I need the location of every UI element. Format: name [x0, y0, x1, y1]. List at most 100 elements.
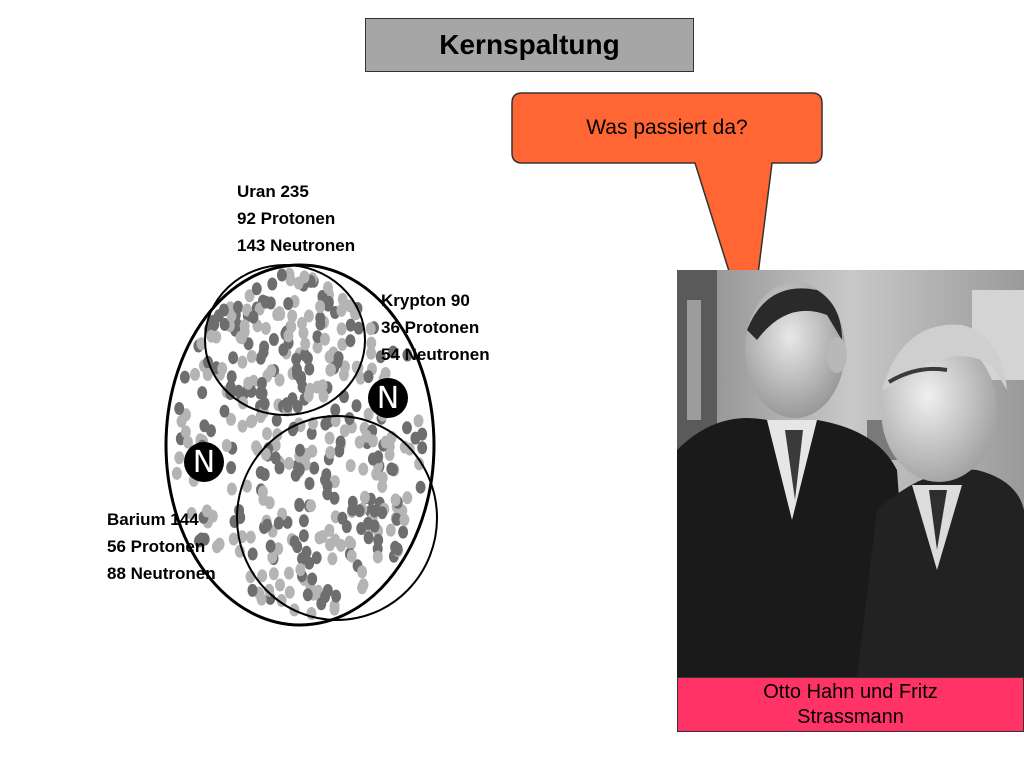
nucleon-particle: [303, 309, 314, 323]
nucleon-particle: [271, 413, 282, 427]
nucleon-particle: [171, 466, 182, 480]
nucleon-particle: [318, 389, 329, 403]
nucleon-particle: [302, 351, 313, 365]
nucleon-particle: [284, 585, 295, 599]
portrait-illustration: [677, 270, 1024, 677]
nucleon-particle: [226, 482, 237, 496]
nucleon-particle: [366, 346, 377, 360]
nucleon-particle: [260, 321, 271, 335]
nucleon-particle: [255, 351, 266, 365]
nucleon-particle: [413, 414, 424, 428]
nucleon-particle: [355, 371, 366, 385]
nucleon-particle: [299, 270, 310, 284]
nucleon-particle: [242, 479, 252, 493]
nucleon-particle: [199, 532, 210, 546]
krypton-neutrons: 54 Neutronen: [381, 345, 490, 364]
nucleon-particle: [282, 399, 293, 413]
nucleon-particle: [365, 322, 376, 336]
nucleon-particle: [375, 350, 386, 364]
nucleon-particle: [275, 578, 285, 592]
nucleon-particle: [228, 532, 239, 546]
nucleon-particle: [363, 370, 374, 384]
nucleon-particle: [298, 529, 309, 543]
nucleon-particle: [302, 588, 313, 602]
nucleon-particle: [247, 547, 258, 561]
nucleon-particle: [384, 448, 395, 461]
nucleon-particle: [402, 421, 412, 435]
nucleon-particle: [218, 303, 229, 317]
nucleon-particle: [283, 329, 294, 343]
nucleon-particle: [272, 308, 283, 321]
nucleon-particle: [260, 295, 271, 309]
nucleon-particle: [206, 424, 216, 438]
nucleon-particle: [330, 414, 341, 428]
nucleon-particle: [320, 473, 330, 487]
nucleon-particle: [268, 567, 279, 581]
nucleon-particle: [305, 382, 316, 396]
nucleon-particle: [324, 523, 335, 537]
barium-label: Barium 144 56 Protonen 88 Neutronen: [107, 506, 216, 587]
nucleon-particle: [415, 480, 426, 494]
nucleon-particle: [274, 373, 285, 387]
nucleon-particle: [372, 550, 383, 564]
nucleon-particle: [336, 538, 346, 552]
nucleon-particle: [345, 318, 356, 332]
nucleon-particle: [283, 297, 294, 311]
nucleon-particle: [284, 566, 294, 580]
nucleon-particle: [369, 504, 380, 518]
nucleon-particle: [174, 451, 185, 465]
nucleon-particle: [197, 386, 208, 400]
nucleon-particle: [270, 451, 281, 465]
nucleon-particle: [340, 360, 350, 374]
nucleon-particle: [336, 303, 347, 317]
nucleon-particle: [324, 431, 335, 445]
nucleon-particle: [363, 407, 374, 421]
nucleon-particle: [226, 309, 237, 323]
nucleon-particle: [294, 499, 305, 512]
nucleon-particle: [248, 310, 259, 324]
nucleon-particle: [346, 549, 357, 563]
nucleon-particle: [330, 403, 341, 417]
nucleon-particle: [276, 268, 287, 282]
nucleon-particle: [179, 370, 190, 384]
nucleon-particle: [399, 513, 410, 527]
nucleon-particle: [373, 533, 384, 547]
nucleon-particle: [367, 452, 378, 466]
nucleon-particle: [320, 590, 331, 604]
nucleon-particle: [287, 423, 298, 437]
nucleon-particle: [312, 330, 323, 344]
nucleon-particle: [285, 273, 296, 287]
nucleon-particle: [219, 317, 230, 331]
krypton-label: Krypton 90 36 Protonen 54 Neutronen: [381, 287, 490, 368]
uran-name: Uran 235: [237, 182, 309, 201]
nucleon-particle: [357, 581, 368, 595]
nucleon-particle: [244, 289, 255, 303]
nucleon-particle: [256, 376, 267, 390]
nucleon-particle: [291, 352, 302, 366]
nucleon-particle: [202, 368, 213, 381]
nucleon-particle: [337, 511, 348, 525]
nucleon-particle: [358, 462, 369, 476]
nucleon-particle: [398, 525, 409, 539]
nucleon-particle: [337, 337, 348, 351]
nucleon-particle: [344, 535, 355, 549]
barium-protons: 56 Protonen: [107, 537, 206, 556]
nucleon-particle: [265, 539, 276, 553]
nucleon-particle: [247, 583, 258, 597]
nucleon-particle: [377, 479, 388, 493]
nucleon-particle: [246, 350, 257, 363]
nucleon-particle: [228, 351, 239, 365]
nucleon-particle: [260, 447, 271, 461]
nucleon-particle: [304, 362, 315, 376]
nucleon-particle: [264, 496, 275, 510]
nucleon-particle: [417, 441, 428, 455]
nucleon-particle: [354, 435, 365, 449]
nucleon-particle: [289, 535, 300, 549]
nucleon-particle: [237, 355, 248, 369]
nucleon-particle: [392, 542, 403, 556]
nucleus-particles: [171, 267, 428, 620]
nucleon-particle: [320, 332, 330, 346]
caption-line-1: Otto Hahn und Fritz: [763, 680, 938, 703]
nucleon-particle: [402, 348, 413, 362]
nucleon-particle: [245, 530, 256, 544]
